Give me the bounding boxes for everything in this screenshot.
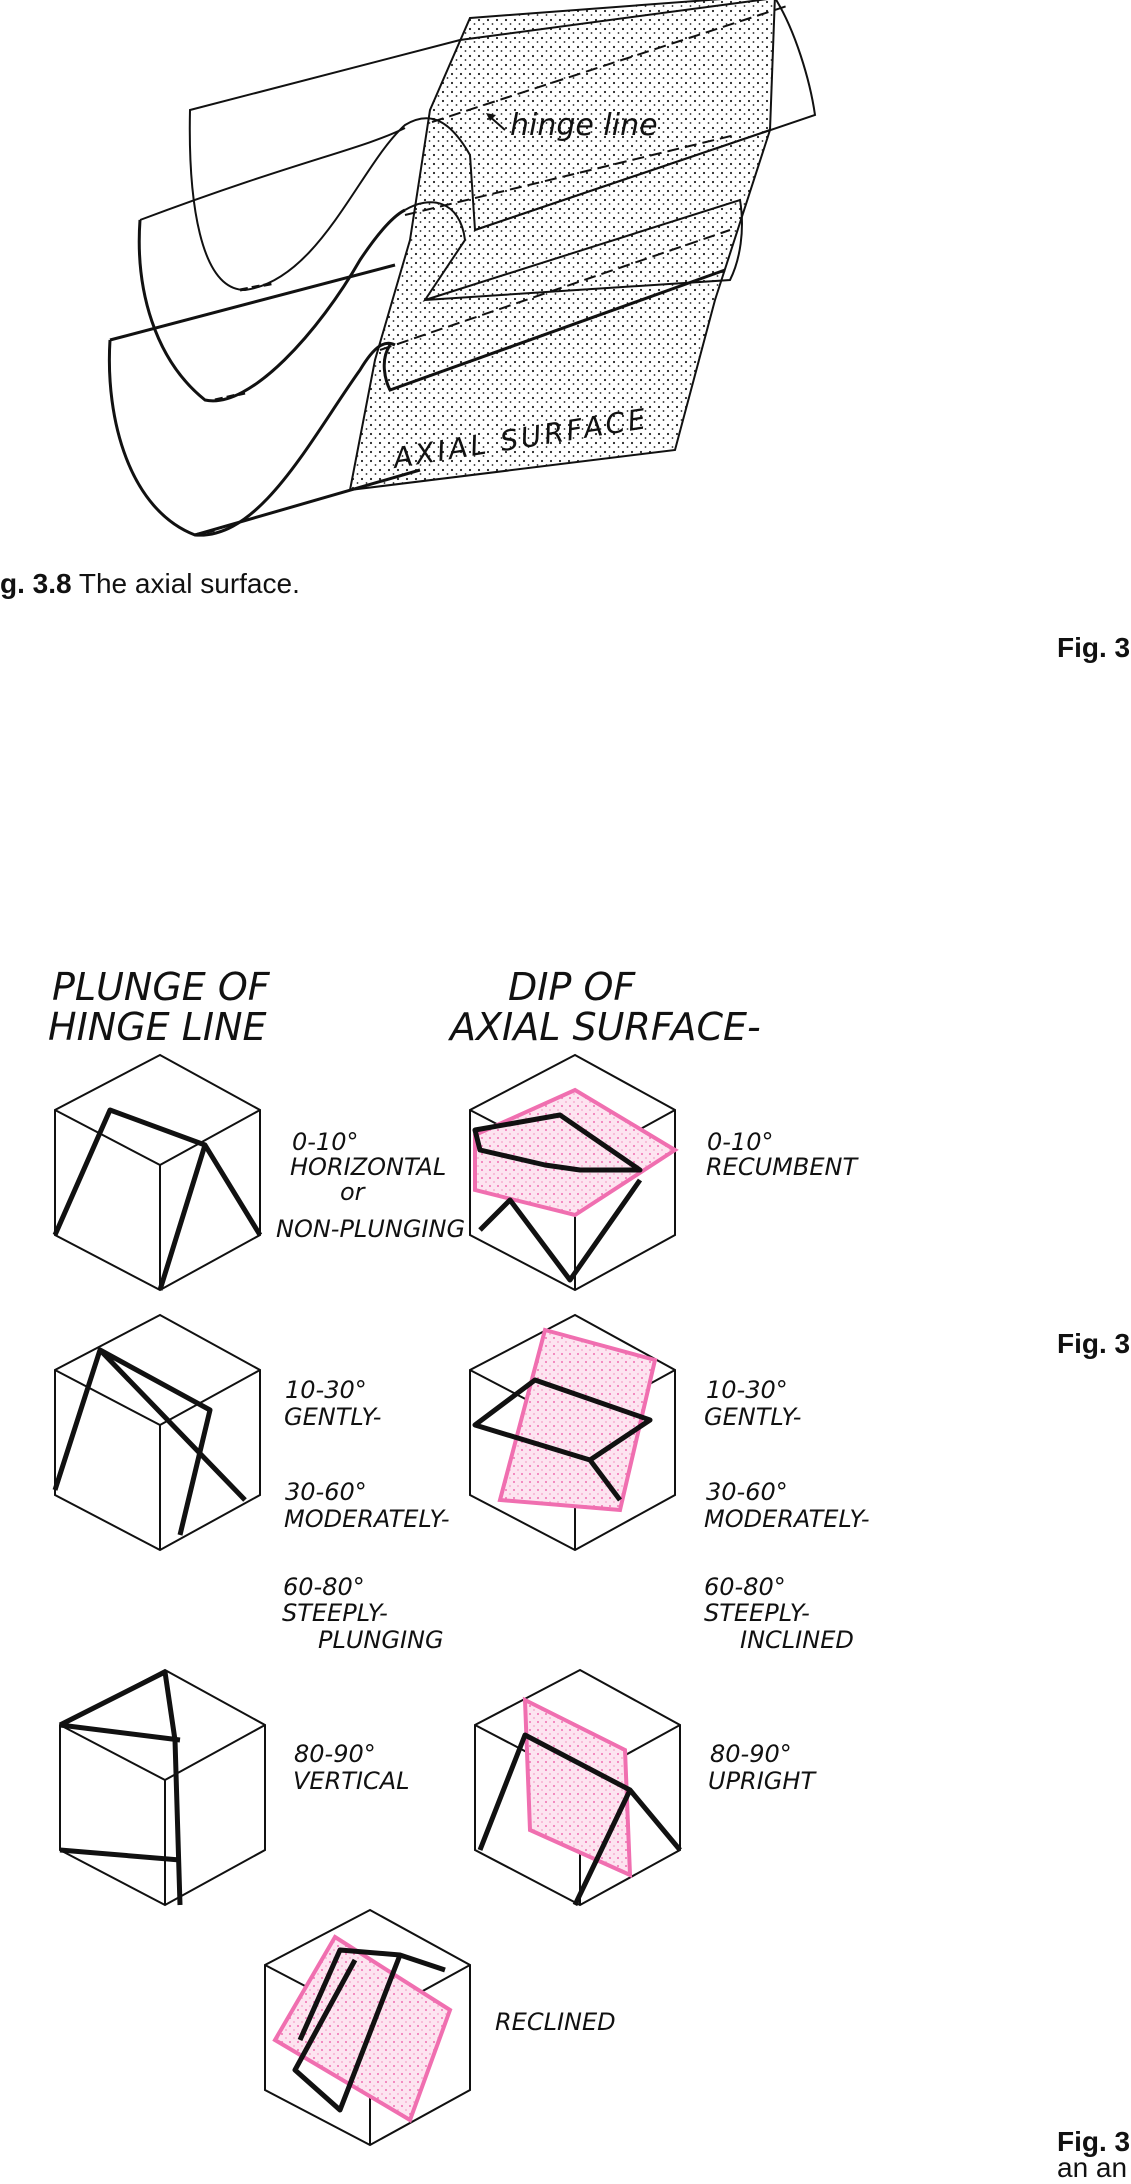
dip-label-4-term: STEEPLY-	[704, 1599, 810, 1627]
plunge-label-1-alt: NON-PLUNGING	[276, 1215, 465, 1243]
dip-label-3-range: 30-60°	[706, 1478, 788, 1506]
dip-label-1-range: 0-10°	[707, 1128, 773, 1156]
right-caption-1: Fig. 3	[1057, 632, 1131, 663]
fig-3-8-caption-number: g. 3.8	[0, 568, 72, 599]
plunge-heading-line2: HINGE LINE	[48, 1005, 267, 1049]
right-caption-2: Fig. 3	[1057, 1328, 1131, 1359]
dip-cube-upright	[474, 1668, 682, 1907]
plunge-label-4-range: 60-80°	[283, 1573, 365, 1601]
plunge-label-2-range: 10-30°	[285, 1376, 367, 1404]
plunge-label-1-range: 0-10°	[292, 1128, 358, 1156]
plunge-heading-line1: PLUNGE OF	[52, 965, 271, 1009]
plunge-label-1-term: HORIZONTAL	[290, 1153, 446, 1181]
plunge-cube-vertical	[58, 1668, 266, 1907]
dip-cube-gentle-moderate	[469, 1313, 676, 1552]
plunge-label-2-term: GENTLY-	[284, 1403, 381, 1431]
plunge-cube-horizontal	[52, 1053, 263, 1292]
right-caption-3: Fig. 3	[1057, 2126, 1131, 2157]
fig-3-8-caption: g. 3.8 The axial surface.	[0, 568, 300, 600]
plunge-label-1-or: or	[340, 1178, 367, 1206]
dip-label-5-range: 80-90°	[710, 1740, 792, 1768]
fig-3-9-fold-orientation-chart: PLUNGE OF HINGE LINE DIP OF AXIAL SURFAC…	[48, 965, 870, 2147]
fig-3-8-caption-text: The axial surface.	[71, 568, 300, 599]
plunge-label-3-term: MODERATELY-	[284, 1505, 450, 1533]
plunge-label-4-term2: PLUNGING	[318, 1626, 444, 1654]
dip-heading-line2: AXIAL SURFACE-	[447, 1005, 761, 1049]
dip-label-2-range: 10-30°	[706, 1376, 788, 1404]
dip-label-1-term: RECUMBENT	[706, 1153, 859, 1181]
plunge-label-3-range: 30-60°	[285, 1478, 367, 1506]
reclined-label: RECLINED	[495, 2008, 616, 2036]
dip-label-3-term: MODERATELY-	[704, 1505, 870, 1533]
dip-label-4-term2: INCLINED	[740, 1626, 854, 1654]
fold-layer-middle	[139, 127, 743, 302]
reclined-cube	[264, 1908, 471, 2147]
dip-label-2-term: GENTLY-	[704, 1403, 801, 1431]
dip-cube-recumbent	[469, 1053, 679, 1292]
fold-layer-upper	[188, 0, 817, 292]
dip-heading-line1: DIP OF	[508, 965, 636, 1009]
fig-3-8-axial-surface-drawing: hinge line AXIAL SURFACE	[107, 0, 817, 537]
plunge-label-5-range: 80-90°	[294, 1740, 376, 1768]
plunge-label-4-term: STEEPLY-	[282, 1599, 388, 1627]
hinge-line-label: hinge line	[510, 108, 658, 143]
plunge-label-5-term: VERTICAL	[293, 1767, 410, 1795]
dip-label-5-term: UPRIGHT	[708, 1767, 817, 1795]
dip-label-4-range: 60-80°	[704, 1573, 786, 1601]
plunge-cube-gentle-moderate	[52, 1313, 261, 1552]
